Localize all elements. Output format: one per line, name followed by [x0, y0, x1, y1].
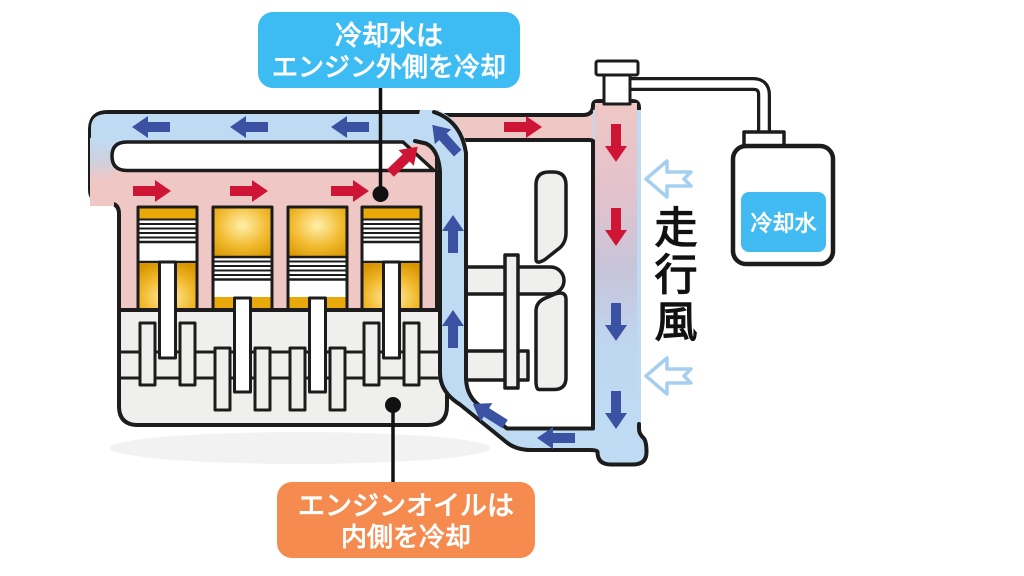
pipe-outline-inner: [432, 110, 595, 431]
crank-webs: [138, 321, 421, 412]
wind-label-char-2: 行: [655, 252, 698, 300]
tank-label-plate: [741, 192, 826, 252]
callout-dot: [385, 397, 401, 413]
connecting-rods: [158, 260, 401, 394]
cylinder-3: [286, 205, 349, 312]
overflow-hose-outline: [627, 77, 771, 134]
wind-label-char-1: 走: [655, 205, 698, 253]
pipe-outline-outer: [413, 139, 649, 467]
fan-plate: [503, 253, 520, 390]
callout-dot: [372, 186, 389, 202]
hot-zone: [289, 208, 346, 257]
callout-coolant-line1: 冷却水は: [335, 21, 443, 51]
callout-oil-box: [277, 482, 535, 558]
radiator-cap: [594, 59, 640, 77]
callout-oil-line2: 内側を冷却: [341, 522, 471, 552]
fan-blade-upper: [534, 170, 568, 264]
left-column-gradient: [90, 138, 114, 206]
wind-arrow-bottom: [644, 356, 693, 396]
engine-block: [88, 110, 449, 427]
callout-coolant-box: [258, 12, 520, 88]
tank-label: 冷却水: [750, 211, 817, 236]
radiator-cap-and-tank: 冷却水: [594, 59, 836, 267]
hot-zone: [214, 208, 271, 257]
cylinder-2: [211, 205, 274, 312]
cooling-fan: [450, 170, 568, 392]
callout-oil: エンジンオイルは 内側を冷却: [277, 397, 535, 558]
callout-coolant: 冷却水は エンジン外側を冷却: [258, 12, 520, 202]
driving-wind: 走 行 風: [644, 159, 698, 396]
wind-label-char-3: 風: [655, 299, 698, 347]
filler-neck: [602, 72, 632, 106]
fan-blade-lower: [534, 291, 568, 392]
callout-coolant-line2: エンジン外側を冷却: [272, 52, 506, 82]
overflow-hose: [627, 80, 768, 134]
callout-oil-line1: エンジンオイルは: [298, 491, 514, 521]
engine-shadow: [110, 432, 490, 464]
wind-arrow-top: [644, 159, 693, 199]
water-channel: [110, 140, 436, 173]
